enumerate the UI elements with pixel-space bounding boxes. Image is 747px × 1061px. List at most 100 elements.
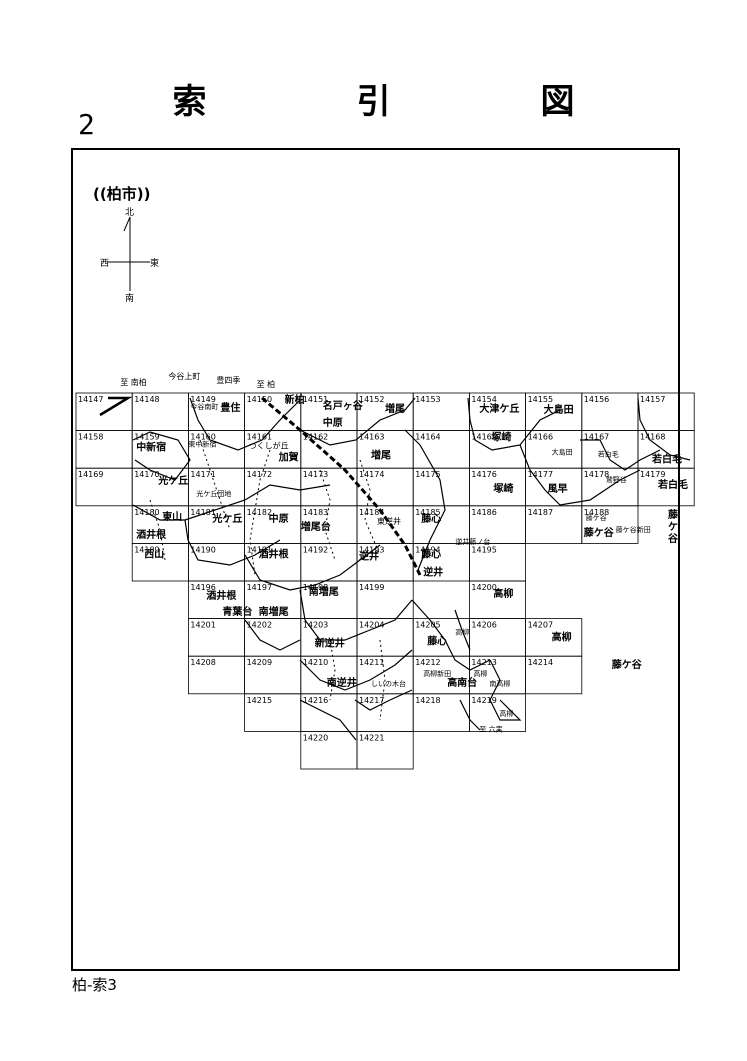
place-name: 酒井根 xyxy=(136,528,166,541)
footer-label: 柏-索3 xyxy=(72,976,117,994)
place-name: 南高柳 xyxy=(489,679,510,688)
place-name: 大島田 xyxy=(544,403,574,416)
place-name: 大津ケ丘 xyxy=(479,402,519,415)
sheet-number: 14208 xyxy=(190,658,215,667)
place-name: 若白毛 xyxy=(657,478,688,491)
sheet-number: 14170 xyxy=(134,470,159,479)
sheet-number: 14173 xyxy=(303,470,328,479)
boundary-line xyxy=(249,449,271,576)
place-name: 高柳 xyxy=(473,669,487,678)
place-name: 光ケ丘団地 xyxy=(196,489,231,498)
place-name: 逆井 xyxy=(423,565,443,578)
map-frame xyxy=(71,148,680,971)
place-name: 藤 xyxy=(668,508,679,521)
place-name: 青葉台 xyxy=(222,605,252,618)
compass-west: 西 xyxy=(100,259,110,269)
sheet-number: 14184 xyxy=(359,508,384,517)
sheet-number: 14161 xyxy=(247,433,272,442)
place-name: 光ケ丘 xyxy=(211,512,242,525)
place-name: つくしが丘 xyxy=(249,441,289,451)
sheet-number: 14159 xyxy=(134,433,159,442)
page-number: 2 xyxy=(78,108,95,141)
place-name: 高柳 xyxy=(493,587,513,600)
sheet-number: 14187 xyxy=(528,508,553,517)
place-name: 至 柏 xyxy=(257,379,276,389)
sheet-cell xyxy=(525,655,583,695)
sheet-number: 14218 xyxy=(415,696,440,705)
sheet-number: 14169 xyxy=(78,470,103,479)
sheet-number: 14158 xyxy=(78,433,103,442)
place-name: 東中新宿 xyxy=(188,440,216,449)
sheet-number: 14155 xyxy=(528,395,553,404)
place-name: 中原 xyxy=(269,512,289,525)
sheet-cell xyxy=(356,731,414,770)
place-name: 鷲野谷 xyxy=(606,475,627,484)
sheet-number: 14175 xyxy=(415,470,440,479)
boundary-line xyxy=(299,397,416,446)
boundary-line xyxy=(132,484,331,521)
boundary-line xyxy=(359,459,381,556)
sheet-number: 14157 xyxy=(640,395,665,404)
sheet-number: 14198 xyxy=(303,583,328,592)
place-name: 逆井藤ノ台 xyxy=(455,537,490,546)
sheet-number: 14149 xyxy=(190,395,215,404)
compass-east: 東 xyxy=(150,259,160,269)
sheet-number: 14148 xyxy=(134,395,159,404)
sheet-number: 14191 xyxy=(247,545,272,554)
railway-line xyxy=(261,396,422,576)
boundary-line xyxy=(299,589,413,641)
sheet-number: 14197 xyxy=(247,583,272,592)
place-name: 西山 xyxy=(144,547,164,560)
place-name: 藤ケ谷 xyxy=(586,513,607,522)
boundary-line xyxy=(199,439,231,531)
sheet-number: 14174 xyxy=(359,470,384,479)
sheet-number: 14147 xyxy=(78,395,103,404)
place-name: 藤心 xyxy=(427,635,447,648)
place-name: 光ケ丘 xyxy=(157,474,188,487)
place-name: 高柳新田 xyxy=(423,669,451,678)
place-name: 塚崎 xyxy=(491,431,511,444)
sheet-number: 14182 xyxy=(247,508,272,517)
sheet-number: 14164 xyxy=(415,433,440,442)
sheet-number: 14152 xyxy=(359,395,384,404)
boundary-line xyxy=(184,519,281,566)
sheet-number: 14165 xyxy=(471,433,496,442)
sheet-number: 14221 xyxy=(359,733,384,742)
sheet-number: 14150 xyxy=(247,395,272,404)
sheet-cell xyxy=(468,693,526,732)
sheet-number: 14201 xyxy=(190,621,215,630)
sheet-number: 14163 xyxy=(359,433,384,442)
sheet-number: 14167 xyxy=(584,433,609,442)
sheet-number: 14203 xyxy=(303,621,328,630)
page-title: 索 引 図 xyxy=(172,82,633,122)
boundary-line xyxy=(244,619,301,651)
sheet-number: 14178 xyxy=(584,470,609,479)
sheet-number: 14193 xyxy=(359,545,384,554)
place-name: 増尾台 xyxy=(301,520,331,533)
place-name: 至 六実 xyxy=(479,724,502,733)
sheet-cell xyxy=(581,505,639,544)
sheet-number: 14213 xyxy=(471,658,496,667)
place-name: 南逆井 xyxy=(327,676,357,689)
place-name: 高柳 xyxy=(499,709,513,718)
boundary-line xyxy=(459,699,481,731)
place-name: 酒井根 xyxy=(259,547,289,560)
sheet-number: 14179 xyxy=(640,470,665,479)
place-name: 今谷上町 xyxy=(168,371,200,381)
place-name: 豊住 xyxy=(220,401,240,414)
place-name: 酒井根 xyxy=(206,589,236,602)
sheet-number: 14166 xyxy=(528,433,553,442)
sheet-number: 14192 xyxy=(303,545,328,554)
sheet-number: 14217 xyxy=(359,696,384,705)
sheet-number: 14194 xyxy=(415,545,440,554)
place-name: 豊四季 xyxy=(216,375,240,385)
boundary-line xyxy=(637,397,691,461)
place-name: 藤ケ谷 xyxy=(584,526,615,539)
sheet-number: 14160 xyxy=(190,433,215,442)
place-name: 大島田 xyxy=(552,448,573,457)
sheet-number: 14189 xyxy=(134,545,159,554)
sheet-number: 14202 xyxy=(247,621,272,630)
sheet-number: 14216 xyxy=(303,696,328,705)
boundary-line xyxy=(580,439,661,471)
